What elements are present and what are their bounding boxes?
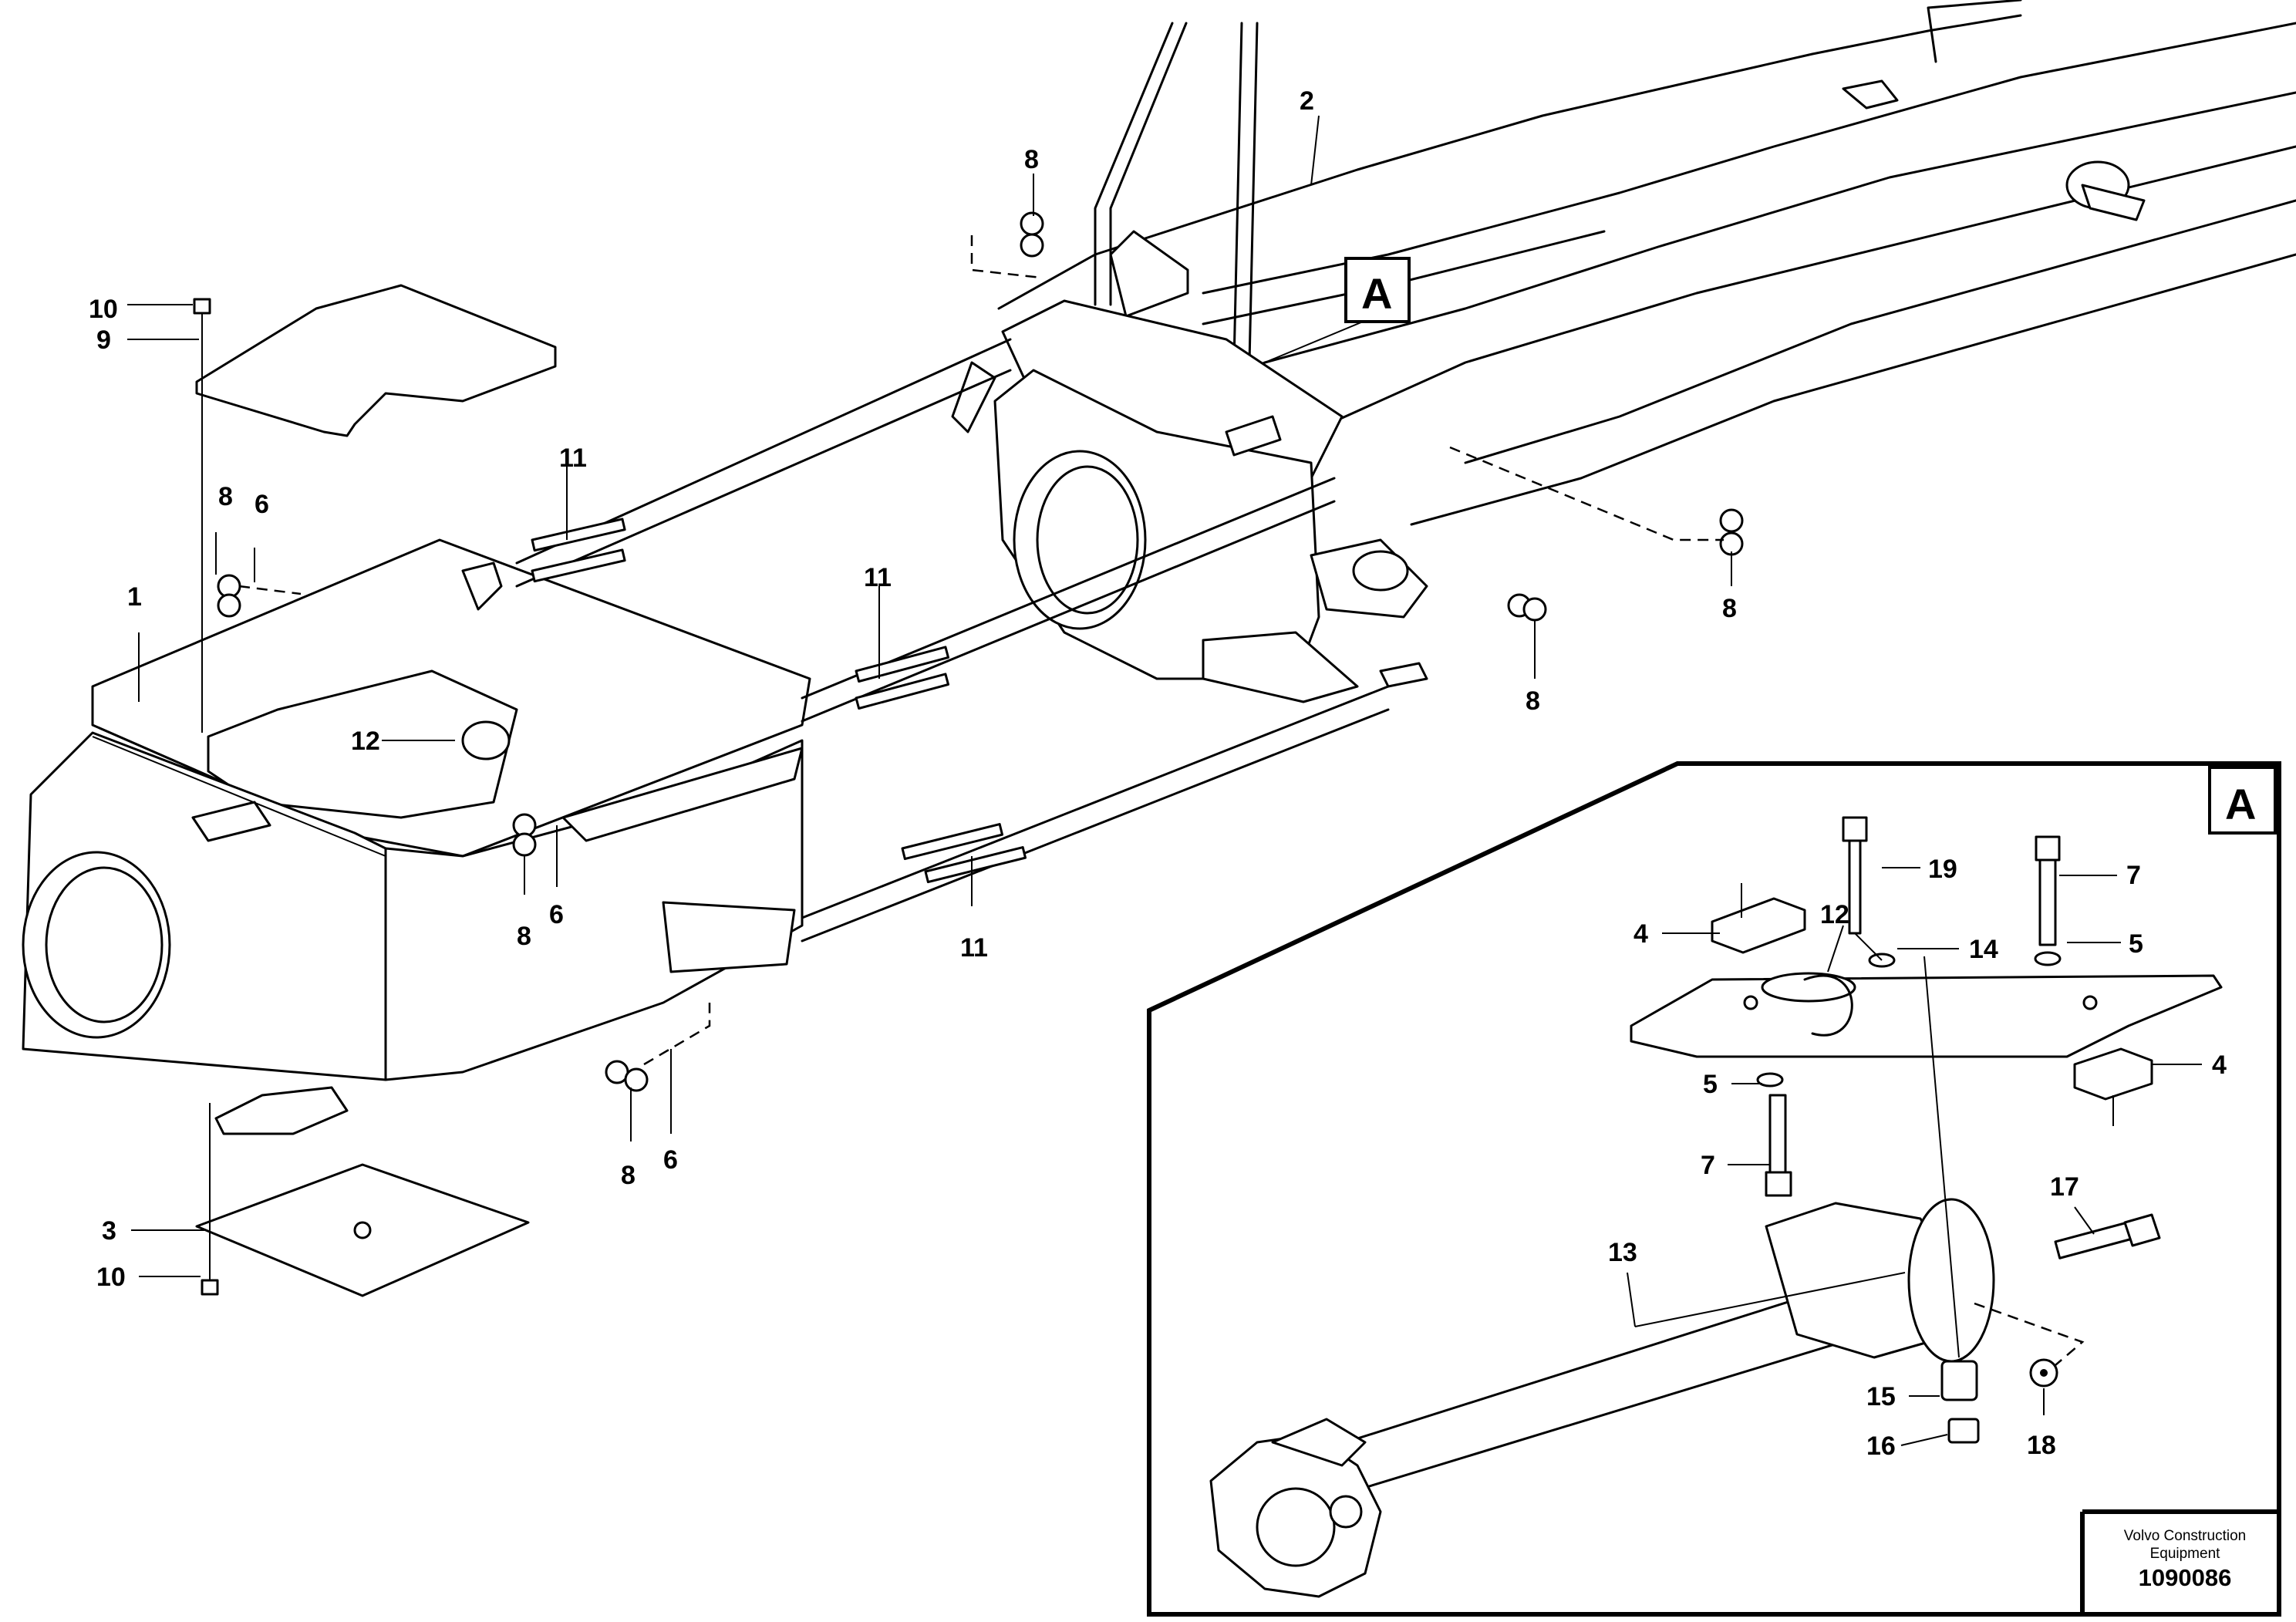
nut-icon <box>1507 593 1547 622</box>
callout-11: 11 <box>559 443 587 473</box>
brand-line-2: Equipment <box>2149 1546 2220 1562</box>
drawing-number: 1090086 <box>2138 1564 2232 1591</box>
detail-callout-7: 7 <box>1701 1151 1715 1180</box>
callout-10: 10 <box>96 1263 126 1292</box>
svg-text:A: A <box>1361 269 1392 318</box>
callout-6: 6 <box>255 490 269 519</box>
callout-3: 3 <box>102 1216 116 1246</box>
fasteners <box>193 211 1744 1296</box>
callout-10: 10 <box>89 295 118 324</box>
callout-11: 11 <box>960 933 988 963</box>
callout-labels: 10 9 8 6 1 11 11 11 12 8 6 8 6 3 10 2 8 … <box>89 86 1737 1292</box>
nut-icon <box>217 574 241 618</box>
callout-8: 8 <box>218 482 233 511</box>
rear-frame <box>951 0 2296 703</box>
detail-callout-5: 5 <box>1703 1070 1718 1099</box>
callout-8: 8 <box>517 922 531 951</box>
drawing-footer: Volvo Construction Equipment 1090086 <box>2089 1527 2281 1592</box>
detail-callout-12: 12 <box>1820 900 1849 929</box>
detail-callout-17: 17 <box>2050 1172 2079 1202</box>
nut-icon <box>512 813 537 857</box>
detail-callout-15: 15 <box>1866 1382 1896 1411</box>
nut-icon <box>605 1060 649 1092</box>
cover-plates <box>195 284 557 1297</box>
nut-icon <box>1020 211 1044 258</box>
detail-callout-5: 5 <box>2129 929 2143 959</box>
bolt-icon <box>201 1279 219 1296</box>
callout-9: 9 <box>96 325 111 355</box>
inset-marker: A <box>1344 257 1411 323</box>
detail-callout-18: 18 <box>2027 1431 2056 1460</box>
callout-6: 6 <box>549 900 564 929</box>
callout-8: 8 <box>1722 594 1737 623</box>
detail-callout-14: 14 <box>1969 935 1998 964</box>
bolt-icon <box>193 298 211 315</box>
callout-11: 11 <box>864 563 892 592</box>
detail-view-a: A <box>1147 761 2281 1617</box>
detail-callout-16: 16 <box>1866 1431 1896 1461</box>
detail-callout-19: 19 <box>1928 855 1957 884</box>
nut-icon <box>1719 508 1744 556</box>
callout-8: 8 <box>1526 686 1540 716</box>
detail-callout-4: 4 <box>1633 919 1648 949</box>
detail-callout-7: 7 <box>2126 861 2141 890</box>
detail-callout-13: 13 <box>1608 1238 1637 1267</box>
tie-rods <box>515 338 1390 943</box>
brand-line-1: Volvo Construction <box>2123 1528 2247 1544</box>
leader-lines <box>127 115 1732 1277</box>
detail-marker: A <box>2225 780 2256 828</box>
callout-8: 8 <box>1024 145 1039 174</box>
callout-12: 12 <box>351 727 380 756</box>
callout-6: 6 <box>663 1145 678 1175</box>
detail-callout-4: 4 <box>2212 1050 2227 1080</box>
callout-8: 8 <box>621 1161 636 1190</box>
front-frame <box>22 538 811 1135</box>
callout-1: 1 <box>127 582 142 612</box>
callout-2: 2 <box>1300 86 1314 116</box>
